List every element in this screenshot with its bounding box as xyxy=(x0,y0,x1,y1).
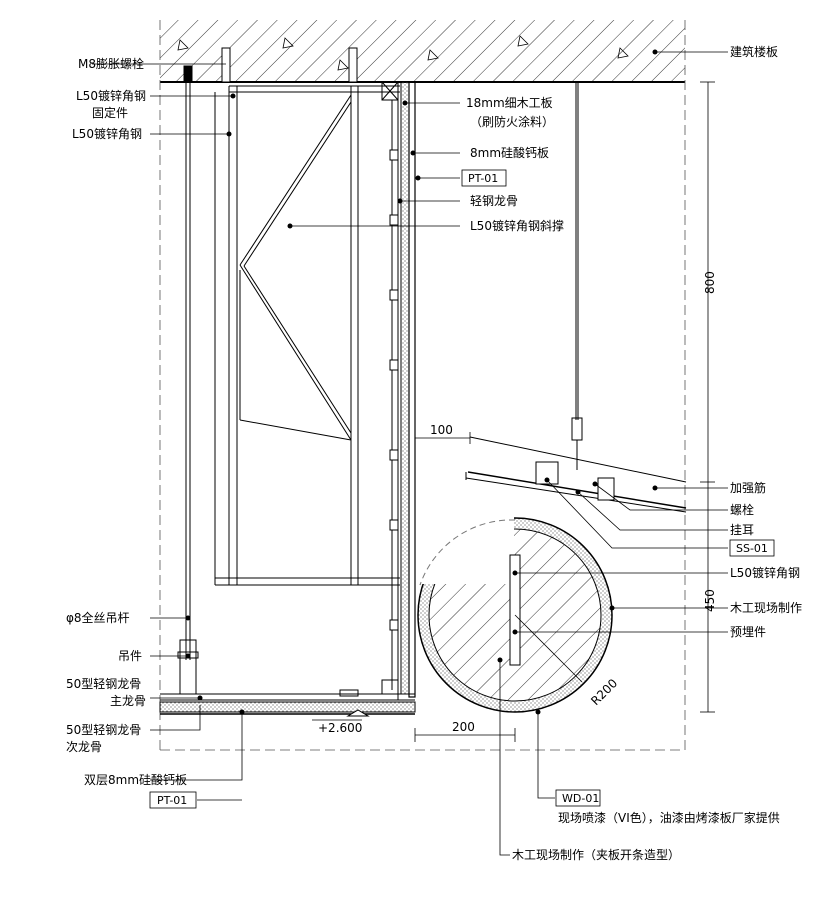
label-embedded: 预埋件 xyxy=(730,625,766,639)
label-wood-board-2: （刷防火涂料） xyxy=(470,114,554,129)
label-double-board: 双层8mm硅酸钙板 xyxy=(84,772,187,787)
label-sub-keel-1: 50型轻钢龙骨 xyxy=(66,723,141,737)
label-angle-fix-2: 固定件 xyxy=(92,105,128,120)
dim-r200: R200 xyxy=(588,676,620,708)
dim-800: 800 xyxy=(703,271,717,294)
label-angle-steel: L50镀锌角钢 xyxy=(72,127,142,141)
level-mark: +2.600 xyxy=(318,721,362,735)
label-building-slab: 建筑楼板 xyxy=(730,44,778,59)
round-feature xyxy=(417,512,613,713)
label-brace: L50镀锌角钢斜撑 xyxy=(470,218,564,233)
leader-dots xyxy=(185,49,658,715)
tag-pt01-top: PT-01 xyxy=(461,169,507,187)
label-main-keel-2: 主龙骨 xyxy=(110,694,146,708)
label-calcium-board: 8mm硅酸钙板 xyxy=(470,145,549,160)
label-keel: 轻钢龙骨 xyxy=(470,194,518,208)
label-rod: φ8全丝吊杆 xyxy=(66,610,130,625)
label-rib: 加强筋 xyxy=(730,480,766,495)
label-sub-keel-2: 次龙骨 xyxy=(66,740,102,754)
label-angle-fix-1: L50镀锌角钢 xyxy=(76,89,146,103)
hanging-panel xyxy=(465,82,687,513)
tag-pt01-bottom: PT-01 xyxy=(149,791,197,809)
svg-text:WD-01: WD-01 xyxy=(562,792,599,805)
dashed-boundary xyxy=(159,20,686,751)
label-wood-board-1: 18mm细木工板 xyxy=(466,96,553,110)
wall-layers xyxy=(381,81,416,700)
label-paint-note: 现场喷漆（VI色），油漆由烤漆板厂家提供 xyxy=(558,810,780,825)
label-bolt: 螺栓 xyxy=(730,502,754,517)
svg-text:PT-01: PT-01 xyxy=(468,172,498,185)
label-hanging-ear: 挂耳 xyxy=(730,523,754,537)
m8-anchor-bolts xyxy=(183,47,358,83)
dimension-lines xyxy=(414,81,715,742)
label-main-keel-1: 50型轻钢龙骨 xyxy=(66,677,141,691)
dim-200: 200 xyxy=(452,720,475,734)
building-slab xyxy=(160,20,685,83)
tag-ss01: SS-01 xyxy=(729,539,775,557)
label-wood-note: 木工现场制作（夹板开条造型） xyxy=(512,848,680,862)
ceiling-layers xyxy=(159,639,416,717)
label-m8-bolt: M8膨胀螺栓 xyxy=(78,56,144,71)
steel-frame xyxy=(185,82,400,660)
svg-text:PT-01: PT-01 xyxy=(157,794,187,807)
label-hanger: 吊件 xyxy=(118,649,142,663)
dim-100: 100 xyxy=(430,423,453,437)
svg-text:SS-01: SS-01 xyxy=(736,542,768,555)
label-wood-site: 木工现场制作 xyxy=(730,601,802,615)
leader-lines xyxy=(92,51,728,856)
tag-wd01: WD-01 xyxy=(555,789,601,807)
dim-450: 450 xyxy=(703,589,717,612)
label-angle-steel-right: L50镀锌角钢 xyxy=(730,566,800,580)
